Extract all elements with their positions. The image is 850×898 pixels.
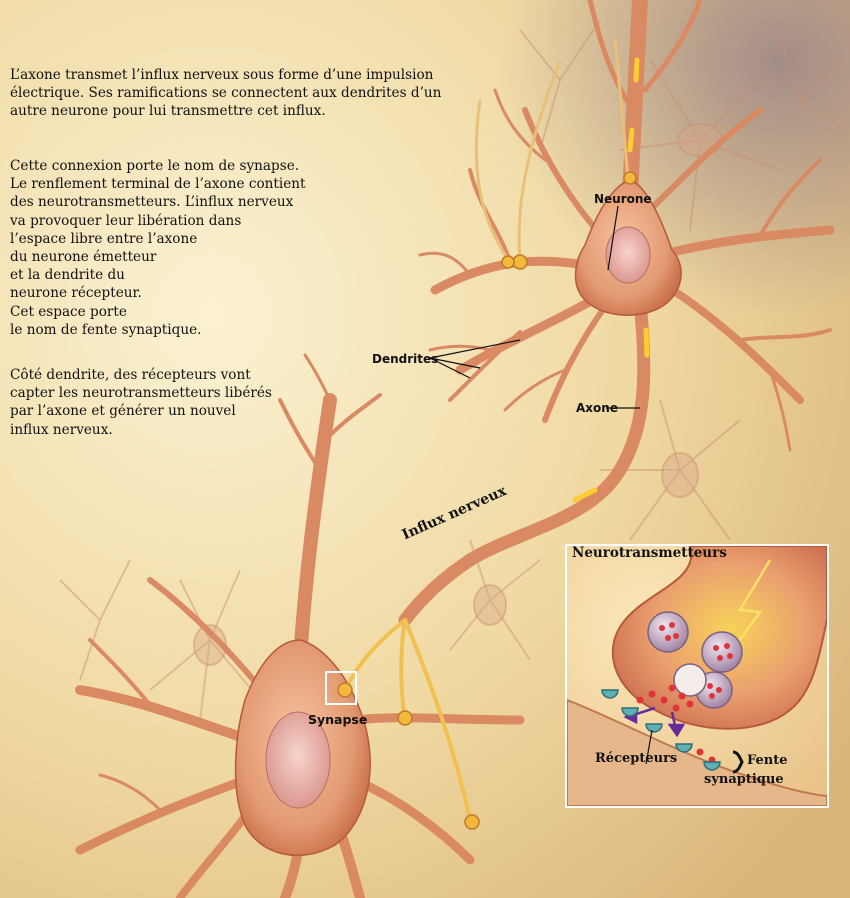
upper-neuron [398,0,835,627]
label-synapse: Synapse [308,712,368,727]
label-neurotransmetteurs: Neurotransmetteurs [572,545,727,561]
label-axone: Axone [576,401,618,415]
inset-leader-lines [645,729,653,765]
label-synaptique: synaptique [704,772,784,787]
synapse-inset [565,544,829,808]
receptor-paragraph: Côté dendrite, des récepteurs vont capte… [10,367,272,438]
background-neurons [59,19,846,721]
lower-neuron [75,353,525,898]
label-neurone: Neurone [594,192,652,206]
label-dendrites: Dendrites [372,352,439,366]
synapse-paragraph: Cette connexion porte le nom de synapse.… [10,158,306,338]
intro-paragraph: L’axone transmet l’influx nerveux sous f… [10,67,442,120]
label-recepteurs: Récepteurs [595,751,678,766]
label-fente: Fente [747,753,788,768]
synapse-box [325,671,357,705]
